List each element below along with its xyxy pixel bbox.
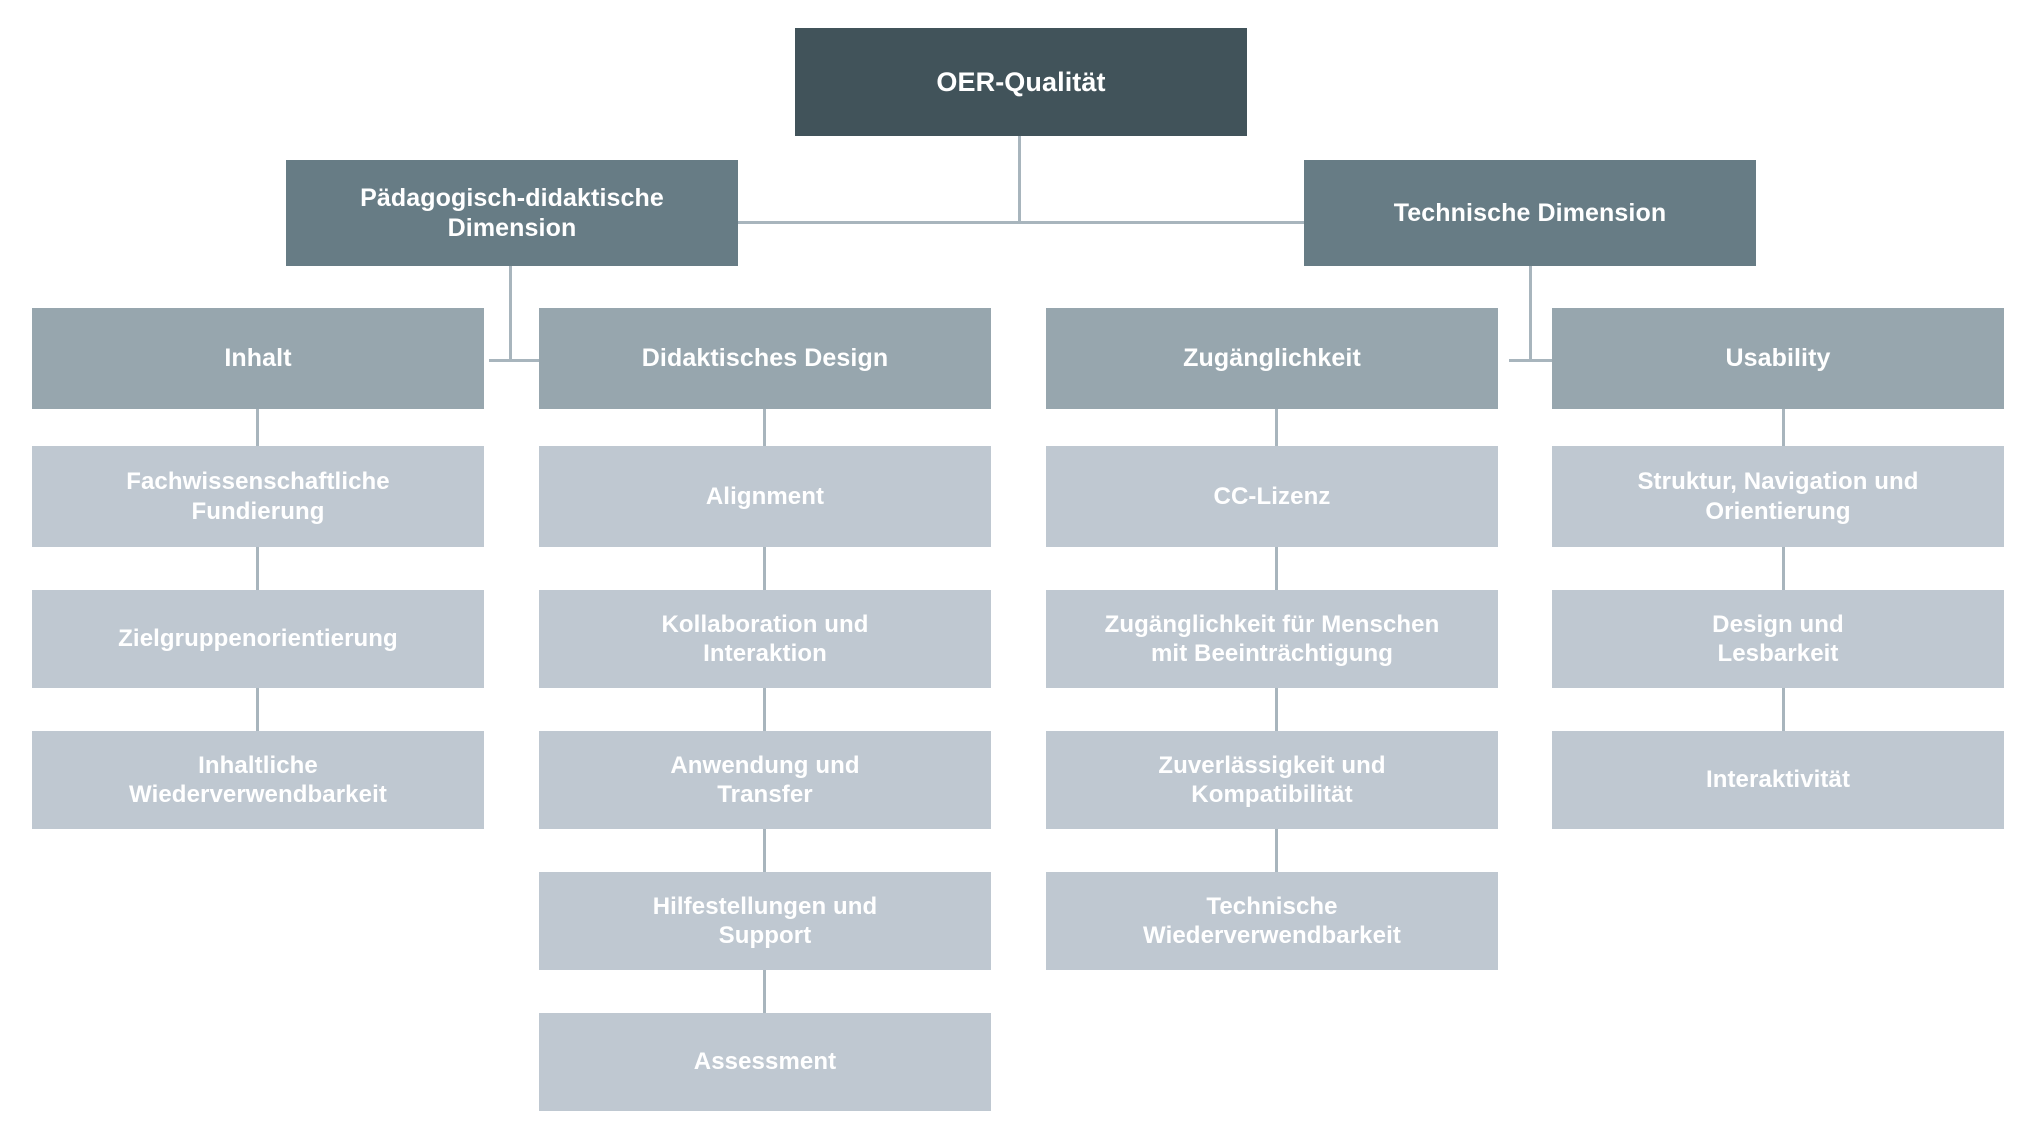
- node-label: Interaktivität: [1705, 766, 1851, 794]
- connector-technische-category-bus: [1509, 359, 1561, 362]
- node-criterion-interaktivitaet[interactable]: Interaktivität: [1552, 731, 2004, 829]
- node-label: Zugänglichkeit: [1183, 344, 1361, 373]
- connector-didaktik-leaf-2: [763, 547, 766, 591]
- node-criterion-design-und-lesbarkeit[interactable]: Design und Lesbarkeit: [1552, 590, 2004, 688]
- connector-zugang-leaf-2: [1275, 547, 1278, 591]
- connector-technische-down: [1529, 266, 1532, 361]
- connector-paedagogisch-category-bus: [489, 359, 541, 362]
- connector-didaktik-leaf-1: [763, 409, 766, 447]
- node-label: Hilfestellungen und Support: [652, 892, 878, 949]
- node-dimension-paedagogisch-didaktisch[interactable]: Pädagogisch-didaktische Dimension: [286, 160, 738, 266]
- node-label: Struktur, Navigation und Orientierung: [1637, 468, 1919, 525]
- connector-usability-leaf-2: [1782, 547, 1785, 591]
- connector-usability-leaf-3: [1782, 688, 1785, 732]
- node-label: Zielgruppenorientierung: [118, 625, 398, 653]
- node-criterion-alignment[interactable]: Alignment: [539, 446, 991, 547]
- node-category-usability[interactable]: Usability: [1552, 308, 2004, 409]
- node-criterion-cc-lizenz[interactable]: CC-Lizenz: [1046, 446, 1498, 547]
- connector-paedagogisch-down: [509, 266, 512, 361]
- node-criterion-struktur-navigation-und-orientierung[interactable]: Struktur, Navigation und Orientierung: [1552, 446, 2004, 547]
- connector-didaktik-leaf-5: [763, 970, 766, 1014]
- node-root-oer-qualitaet[interactable]: OER-Qualität: [795, 28, 1247, 136]
- node-dimension-technisch[interactable]: Technische Dimension: [1304, 160, 1756, 266]
- node-label: Inhalt: [224, 344, 292, 373]
- node-label: Fachwissenschaftliche Fundierung: [126, 468, 390, 525]
- node-label: Zugänglichkeit für Menschen mit Beeinträ…: [1104, 610, 1440, 667]
- node-label: Alignment: [705, 482, 825, 510]
- node-label: Pädagogisch-didaktische Dimension: [360, 183, 664, 243]
- node-criterion-kollaboration-und-interaktion[interactable]: Kollaboration und Interaktion: [539, 590, 991, 688]
- node-label: Anwendung und Transfer: [670, 751, 860, 808]
- node-criterion-inhaltliche-wiederverwendbarkeit[interactable]: Inhaltliche Wiederverwendbarkeit: [32, 731, 484, 829]
- node-label: Assessment: [693, 1048, 837, 1076]
- node-criterion-anwendung-und-transfer[interactable]: Anwendung und Transfer: [539, 731, 991, 829]
- node-criterion-zielgruppenorientierung[interactable]: Zielgruppenorientierung: [32, 590, 484, 688]
- connector-didaktik-leaf-4: [763, 829, 766, 873]
- connector-zugang-leaf-4: [1275, 829, 1278, 873]
- node-category-inhalt[interactable]: Inhalt: [32, 308, 484, 409]
- connector-inhalt-leaf-3: [256, 688, 259, 732]
- node-label: Kollaboration und Interaktion: [661, 610, 869, 667]
- connector-usability-leaf-1: [1782, 409, 1785, 447]
- node-label: OER-Qualität: [936, 66, 1106, 97]
- node-criterion-zuverlaessigkeit-und-kompatibilitaet[interactable]: Zuverlässigkeit und Kompatibilität: [1046, 731, 1498, 829]
- node-criterion-assessment[interactable]: Assessment: [539, 1013, 991, 1111]
- node-label: CC-Lizenz: [1213, 482, 1331, 510]
- node-criterion-fachwissenschaftliche-fundierung[interactable]: Fachwissenschaftliche Fundierung: [32, 446, 484, 547]
- connector-dimension-bus: [737, 221, 1304, 224]
- node-category-didaktisches-design[interactable]: Didaktisches Design: [539, 308, 991, 409]
- node-criterion-hilfestellungen-und-support[interactable]: Hilfestellungen und Support: [539, 872, 991, 970]
- node-label: Zuverlässigkeit und Kompatibilität: [1158, 751, 1386, 808]
- connector-inhalt-leaf-1: [256, 409, 259, 447]
- node-label: Usability: [1725, 344, 1831, 373]
- connector-root-down: [1018, 136, 1021, 223]
- node-label: Technische Wiederverwendbarkeit: [1143, 892, 1401, 949]
- connector-zugang-leaf-3: [1275, 688, 1278, 732]
- connector-zugang-leaf-1: [1275, 409, 1278, 447]
- connector-didaktik-leaf-3: [763, 688, 766, 732]
- node-label: Technische Dimension: [1393, 198, 1667, 227]
- node-label: Design und Lesbarkeit: [1712, 610, 1844, 667]
- node-criterion-technische-wiederverwendbarkeit[interactable]: Technische Wiederverwendbarkeit: [1046, 872, 1498, 970]
- node-category-zugaenglichkeit[interactable]: Zugänglichkeit: [1046, 308, 1498, 409]
- node-criterion-zugaenglichkeit-fuer-menschen-mit-beeintraechtigung[interactable]: Zugänglichkeit für Menschen mit Beeinträ…: [1046, 590, 1498, 688]
- node-label: Inhaltliche Wiederverwendbarkeit: [129, 751, 387, 808]
- node-label: Didaktisches Design: [641, 344, 889, 373]
- connector-inhalt-leaf-2: [256, 547, 259, 591]
